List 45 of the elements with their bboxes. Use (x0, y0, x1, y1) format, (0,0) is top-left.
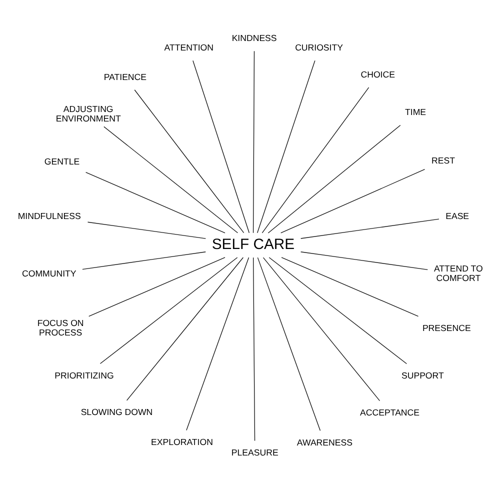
node-text: PATIENCE (104, 72, 147, 82)
connector (104, 126, 238, 234)
node-text: GENTLE (44, 156, 80, 166)
connector (87, 222, 206, 239)
connector (82, 252, 206, 270)
node-text: CHOICE (360, 69, 395, 80)
node-text: AWARENESS (296, 437, 352, 448)
node-text: FOCUS ON PROCESS (37, 318, 84, 338)
node-text: EXPLORATION (151, 436, 213, 447)
node-text: ATTEND TO COMFORT (434, 264, 483, 284)
connector (192, 60, 250, 234)
connector (186, 257, 250, 431)
connector (126, 257, 244, 401)
connector (300, 218, 440, 239)
connector (281, 257, 419, 317)
connector (280, 169, 426, 234)
node-text: SELF CARE (212, 236, 295, 253)
node-text: SUPPORT (401, 370, 444, 380)
node-text: MINDFULNESS (18, 211, 81, 222)
connector (268, 257, 407, 364)
connector (88, 257, 226, 317)
connector (262, 257, 380, 402)
node-text: COMMUNITY (22, 268, 76, 278)
node-text: EASE (446, 210, 470, 221)
connector (252, 50, 255, 234)
node-text: ACCEPTANCE (360, 407, 420, 418)
node-text: KINDNESS (232, 33, 277, 44)
node-text: SLOWING DOWN (80, 407, 153, 418)
node-text: ADJUSTING ENVIRONMENT (56, 104, 121, 124)
connector (268, 124, 401, 234)
node-text: PRIORITIZING (54, 370, 114, 380)
connector (134, 90, 244, 234)
node-text: TIME (405, 107, 426, 118)
connector (85, 172, 226, 234)
node-text: CURIOSITY (295, 42, 344, 53)
node-text: ATTENTION (164, 42, 214, 53)
connector (257, 60, 316, 234)
node-text: PLEASURE (231, 447, 278, 458)
connector (100, 257, 238, 364)
connector (252, 257, 256, 442)
connector (300, 252, 428, 270)
connector (257, 257, 321, 431)
connector (262, 87, 370, 234)
node-text: REST (431, 155, 455, 166)
node-text: PRESENCE (422, 322, 471, 333)
